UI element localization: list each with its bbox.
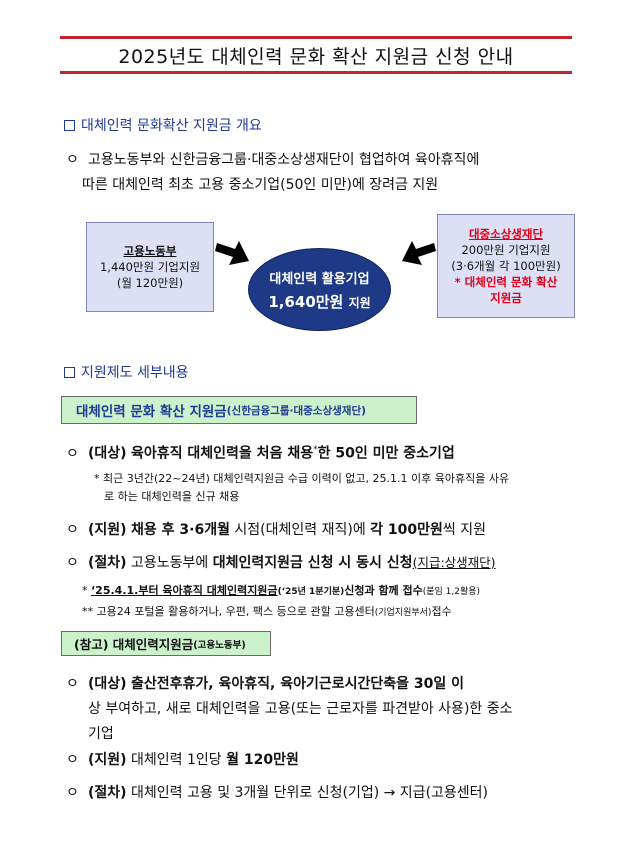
reference-label-substitute-grant: (참고) 대체인력지원금(고용노동부) — [61, 631, 271, 656]
note-target: * 최근 3년간(22~24년) 대체인력지원금 수급 이력이 없고, 25.1… — [94, 472, 510, 503]
checkbox-square-icon — [64, 119, 75, 131]
detail-support: ㅇ(지원) 채용 후 3·6개월 시점(대체인력 재직)에 각 100만원씩 지… — [66, 522, 487, 538]
title-banner: 2025년도 대체인력 문화 확산 지원금 신청 안내 — [60, 36, 572, 74]
highlight-label-culture-grant: 대체인력 문화 확산 지원금(신한금융그룹·대중소상생재단) — [61, 396, 417, 424]
box-ministry-of-labor: 고용노동부 1,440만원 기업지원 (월 120만원) — [86, 222, 214, 312]
page-title: 2025년도 대체인력 문화 확산 지원금 신청 안내 — [118, 45, 514, 68]
box-foundation: 대중소상생재단 200만원 기업지원 (3·6개월 각 100만원) * 대체인… — [437, 214, 575, 318]
detail-target: ㅇ(대상) 육아휴직 대체인력을 처음 채용*한 50인 미만 중소기업 — [66, 445, 455, 462]
section-heading-overview: 대체인력 문화확산 지원금 개요 — [64, 115, 262, 135]
arrow-left-down-icon — [402, 241, 436, 265]
checkbox-square-icon — [64, 366, 75, 378]
reference-support: ㅇ(지원) 대체인력 1인당 월 120만원 — [66, 752, 299, 768]
reference-procedure: ㅇ(절차) 대체인력 고용 및 3개월 단위로 신청(기업) → 지급(고용센터… — [66, 785, 489, 801]
center-ellipse-company: 대체인력 활용기업 1,640만원 지원 — [248, 248, 391, 331]
circle-bullet-icon: ㅇ — [66, 152, 79, 168]
section-heading-details: 지원제도 세부내용 — [64, 362, 189, 382]
detail-procedure: ㅇ(절차) 고용노동부에 대체인력지원금 신청 시 동시 신청(지급:상생재단) — [66, 555, 496, 571]
arrow-right-down-icon — [215, 241, 249, 265]
note-procedure-1: * ‘25.4.1.부터 육아휴직 대체인력지원금(‘25년 1분기분)신청과 … — [82, 584, 481, 597]
reference-target: ㅇ(대상) 출산전후휴가, 육아휴직, 육아기근로시간단축을 30일 이 상 부… — [66, 676, 513, 742]
note-procedure-2: ** 고용24 포털을 활용하거나, 우편, 팩스 등으로 관할 고용센터(기업… — [82, 605, 452, 618]
